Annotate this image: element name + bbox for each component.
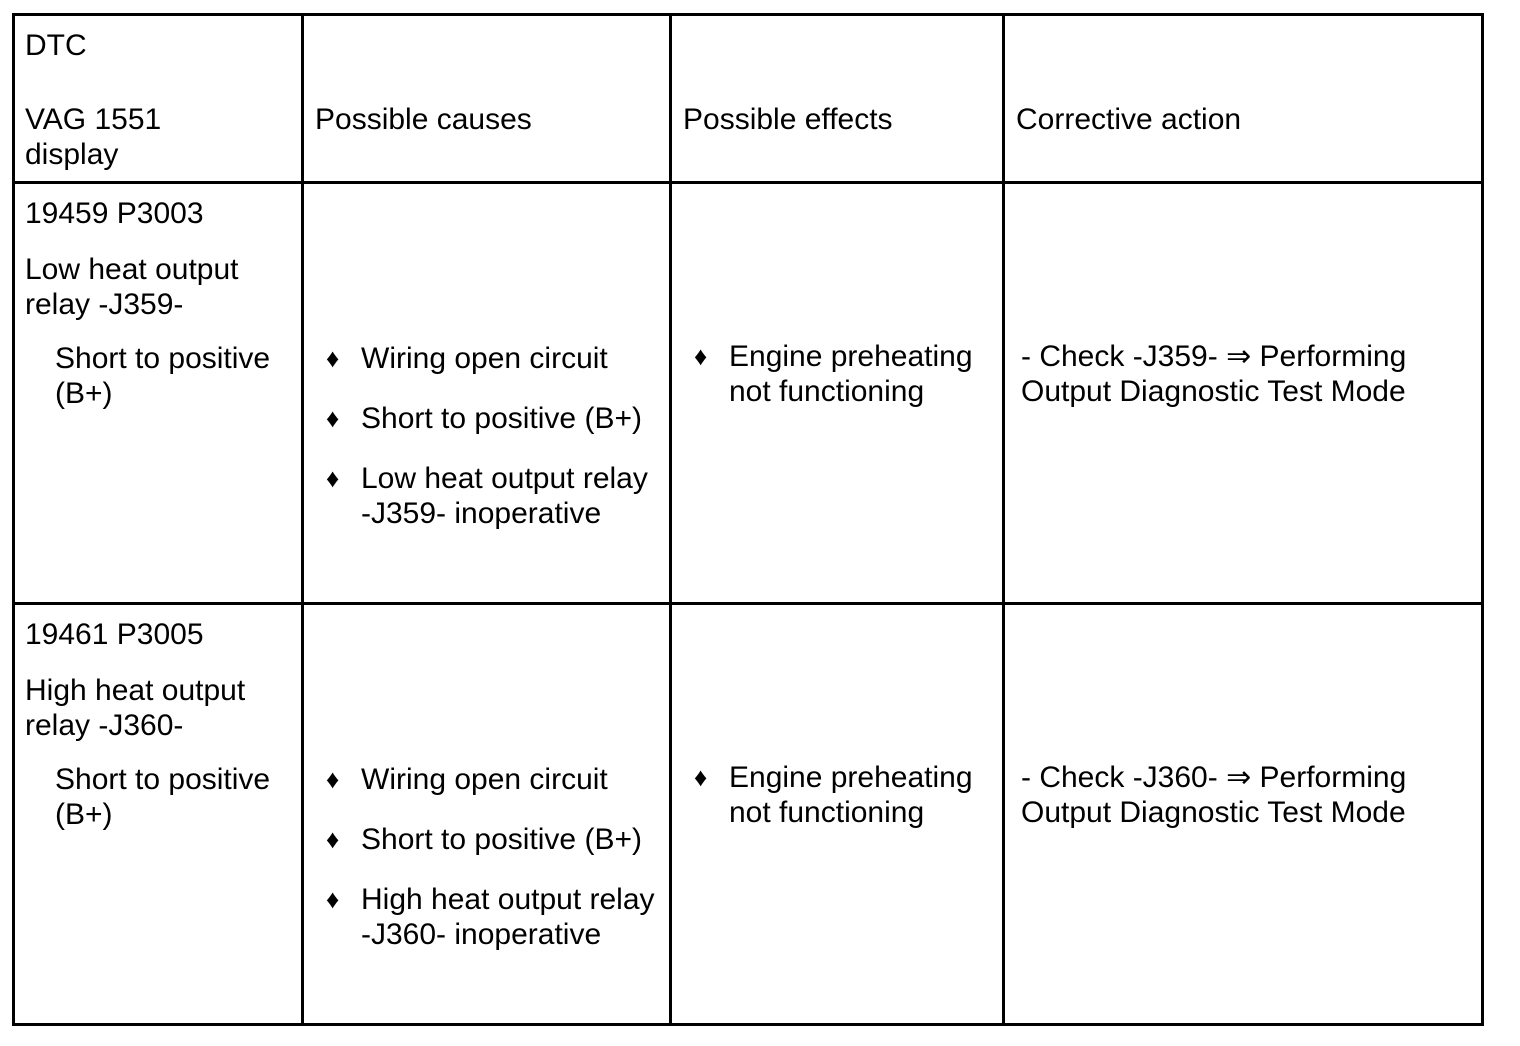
list-item: ♦ Wiring open circuit xyxy=(326,341,661,376)
action-cell: - Check -J360- ⇒ Performing Output Diagn… xyxy=(1002,602,1484,1026)
header-causes-cell: Possible causes xyxy=(301,13,672,184)
list-item: ♦ High heat output relay -J360- inoperat… xyxy=(326,882,661,952)
header-effects-label: Possible effects xyxy=(683,103,893,136)
corrective-action-text: - Check -J359- ⇒ Performing Output Diagn… xyxy=(1021,340,1407,408)
dtc-cell: 19461 P3005 High heat output relay -J360… xyxy=(12,602,304,1026)
table-row: 19459 P3003 Low heat output relay -J359-… xyxy=(12,181,1484,605)
diamond-bullet-icon: ♦ xyxy=(694,341,708,371)
cause-text: Short to positive (B+) xyxy=(361,402,642,435)
action-cell: - Check -J359- ⇒ Performing Output Diagn… xyxy=(1002,181,1484,605)
list-item: ♦ Short to positive (B+) xyxy=(326,401,661,436)
dtc-component: High heat output relay -J360- xyxy=(25,674,246,742)
header-dtc-cell: DTC VAG 1551 display xyxy=(12,13,304,184)
diamond-bullet-icon: ♦ xyxy=(326,824,340,854)
cause-list: ♦ Wiring open circuit ♦ Short to positiv… xyxy=(326,762,661,977)
diamond-bullet-icon: ♦ xyxy=(326,884,340,914)
diamond-bullet-icon: ♦ xyxy=(326,343,340,373)
header-display-text: VAG 1551 display xyxy=(25,103,162,171)
effect-text: Engine preheating not functioning xyxy=(729,340,973,408)
list-item: ♦ Low heat output relay -J359- inoperati… xyxy=(326,461,661,531)
effect-item: ♦ Engine preheating not functioning xyxy=(694,760,999,830)
effects-cell: ♦ Engine preheating not functioning xyxy=(669,602,1005,1026)
list-item: ♦ Short to positive (B+) xyxy=(326,822,661,857)
header-dtc-label: DTC xyxy=(25,29,87,62)
cause-text: Wiring open circuit xyxy=(361,342,608,375)
header-row: DTC VAG 1551 display Possible causes Pos… xyxy=(12,13,1484,184)
dtc-table: DTC VAG 1551 display Possible causes Pos… xyxy=(12,13,1484,1026)
diamond-bullet-icon: ♦ xyxy=(326,764,340,794)
header-causes-label: Possible causes xyxy=(315,103,532,136)
list-item: ♦ Wiring open circuit xyxy=(326,762,661,797)
header-display-label: VAG 1551 display xyxy=(25,102,161,172)
causes-cell: ♦ Wiring open circuit ♦ Short to positiv… xyxy=(301,602,672,1026)
cause-text: Low heat output relay -J359- inoperative xyxy=(361,462,648,530)
corrective-action-text: - Check -J360- ⇒ Performing Output Diagn… xyxy=(1021,761,1407,829)
dtc-fault: Short to positive (B+) xyxy=(55,342,271,410)
dtc-fault: Short to positive (B+) xyxy=(55,763,271,831)
header-action-label: Corrective action xyxy=(1016,103,1242,136)
dtc-cell: 19459 P3003 Low heat output relay -J359-… xyxy=(12,181,304,605)
effects-cell: ♦ Engine preheating not functioning xyxy=(669,181,1005,605)
diamond-bullet-icon: ♦ xyxy=(326,463,340,493)
header-action-cell: Corrective action xyxy=(1002,13,1484,184)
header-effects-cell: Possible effects xyxy=(669,13,1005,184)
dtc-code: 19459 P3003 xyxy=(25,197,204,230)
diamond-bullet-icon: ♦ xyxy=(694,762,708,792)
causes-cell: ♦ Wiring open circuit ♦ Short to positiv… xyxy=(301,181,672,605)
cause-text: Short to positive (B+) xyxy=(361,823,642,856)
cause-list: ♦ Wiring open circuit ♦ Short to positiv… xyxy=(326,341,661,556)
diamond-bullet-icon: ♦ xyxy=(326,403,340,433)
cause-text: High heat output relay -J360- inoperativ… xyxy=(361,883,655,951)
effect-item: ♦ Engine preheating not functioning xyxy=(694,339,999,409)
dtc-component: Low heat output relay -J359- xyxy=(25,253,239,321)
table-row: 19461 P3005 High heat output relay -J360… xyxy=(12,602,1484,1026)
dtc-code: 19461 P3005 xyxy=(25,618,204,651)
cause-text: Wiring open circuit xyxy=(361,763,608,796)
effect-text: Engine preheating not functioning xyxy=(729,761,973,829)
